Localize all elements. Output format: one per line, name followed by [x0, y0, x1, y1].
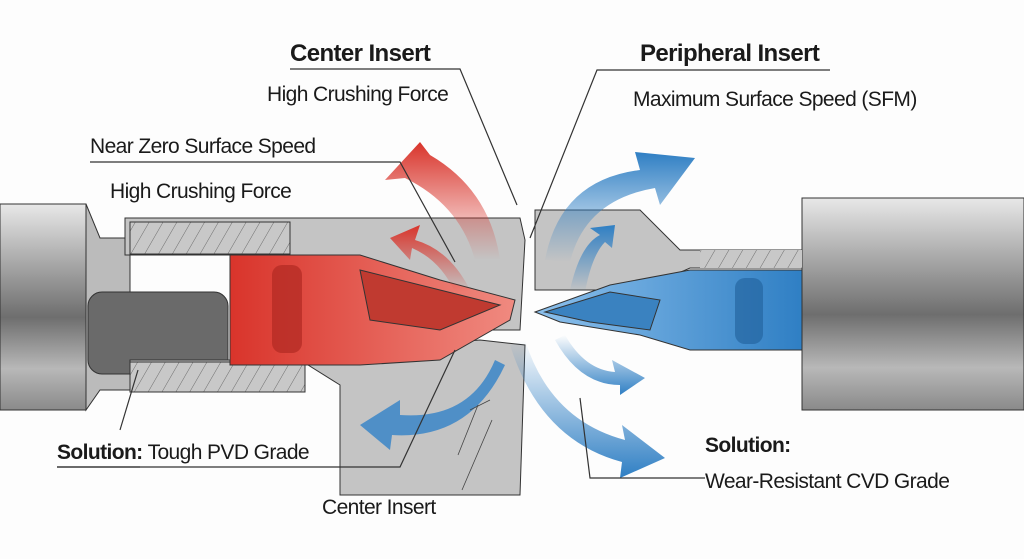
blue-arrow-left [360, 360, 505, 450]
peripheral-insert-blue [533, 269, 803, 351]
right-tool-holder [534, 197, 1024, 411]
high-crushing-force-label: High Crushing Force [110, 180, 291, 203]
solution-left-prefix: Solution: [57, 441, 143, 464]
center-insert-red [229, 254, 516, 366]
blue-arrow-down-large [510, 340, 665, 478]
blue-arrow-up-small [570, 225, 615, 292]
chip-flow-arrows [360, 142, 695, 478]
peripheral-insert-subtitle: Maximum Surface Speed (SFM) [633, 88, 917, 111]
solution-left-text: Tough PVD Grade [148, 441, 309, 464]
near-zero-speed-label: Near Zero Surface Speed [90, 135, 316, 158]
red-arrow-large [385, 142, 500, 260]
solution-right-prefix: Solution: [705, 434, 791, 457]
blue-arrow-down-small [555, 335, 645, 395]
blue-arrow-up-large [545, 152, 695, 262]
leader-lines [57, 68, 830, 491]
solution-left-label: Solution:Tough PVD Grade [57, 441, 309, 464]
center-insert-title: Center Insert [290, 40, 431, 67]
center-insert-bottom-label: Center Insert [322, 496, 436, 519]
solution-right-text: Wear-Resistant CVD Grade [705, 470, 949, 493]
peripheral-insert-title: Peripheral Insert [640, 40, 820, 67]
center-insert-subtitle: High Crushing Force [267, 83, 448, 106]
red-arrow-small [390, 225, 470, 292]
